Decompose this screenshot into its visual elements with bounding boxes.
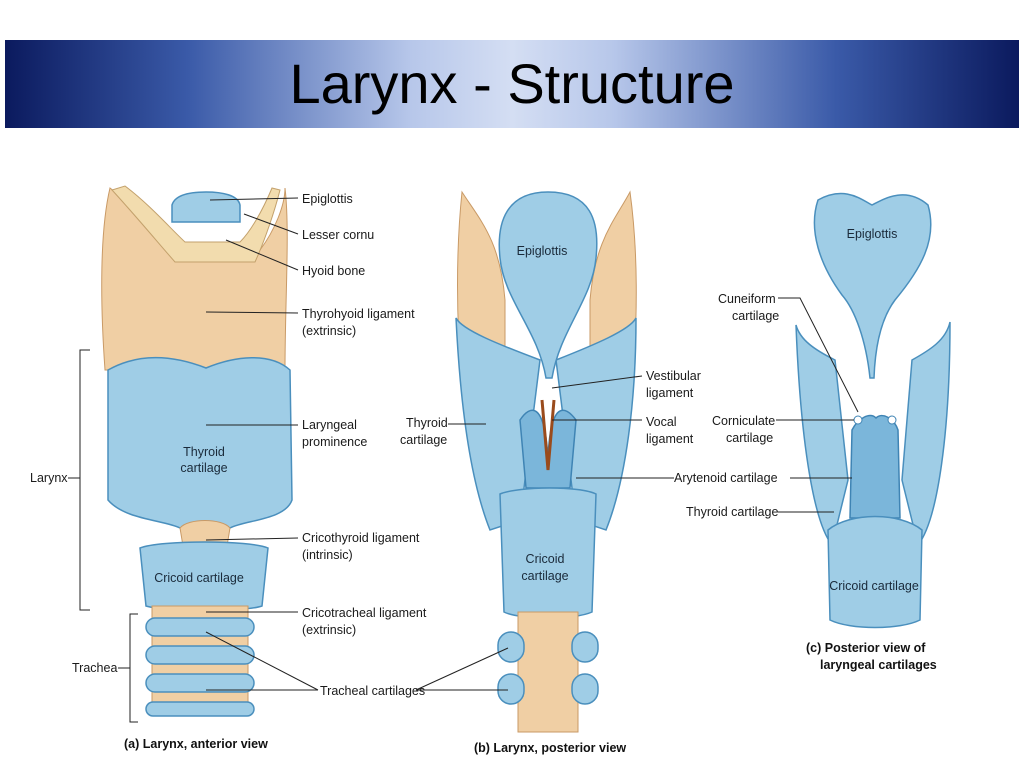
epiglottis-c xyxy=(813,192,932,379)
title-bar: Larynx - Structure xyxy=(5,40,1019,128)
label-lesser-cornu: Lesser cornu xyxy=(302,228,374,242)
leader-epiglottis-a xyxy=(209,197,299,201)
caption-panel-c-1: (c) Posterior view of xyxy=(806,641,926,655)
label-thyrohyoid-1: Thyrohyoid ligament xyxy=(302,307,415,321)
hyoid-bone xyxy=(111,185,281,263)
thyroid-left-c xyxy=(795,324,849,547)
label-thyroid-b-1: Thyroid xyxy=(406,416,448,430)
trachea-bracket xyxy=(129,613,138,723)
leader-lesser-cornu xyxy=(243,213,299,235)
caption-panel-b: (b) Larynx, posterior view xyxy=(474,741,626,755)
label-tracheal-cartilages: Tracheal cartilages xyxy=(320,684,425,698)
epiglottis-b xyxy=(498,191,598,379)
tracheal-ring-1 xyxy=(145,617,255,637)
label-cricotracheal-2: (extrinsic) xyxy=(302,623,356,637)
tracheal-ring-b-3 xyxy=(571,631,599,663)
label-epiglottis-a: Epiglottis xyxy=(302,192,353,206)
epiglottis-b-label: Epiglottis xyxy=(517,244,568,258)
panel-c-illustration: Epiglottis Cricoid cartilage Cuneiform c… xyxy=(674,192,951,672)
label-cuneiform-1: Cuneiform xyxy=(718,292,776,306)
tracheal-ring-b-2 xyxy=(497,673,525,705)
cricoid-b-label-2: cartilage xyxy=(521,569,568,583)
arytenoid-c xyxy=(849,414,901,519)
cricoid-cartilage-a-label: Cricoid cartilage xyxy=(154,571,244,585)
vocal-fold-b xyxy=(540,399,556,471)
leader-hyoid xyxy=(225,239,299,271)
tracheal-ring-b-1 xyxy=(497,631,525,663)
label-cricotracheal-1: Cricotracheal ligament xyxy=(302,606,427,620)
leader-thyrohyoid xyxy=(205,311,299,314)
thyroid-cartilage-a-label-2: cartilage xyxy=(180,461,227,475)
thyroid-left-b xyxy=(455,317,541,531)
cricoid-b-label-1: Cricoid xyxy=(526,552,565,566)
caption-panel-a: (a) Larynx, anterior view xyxy=(124,737,268,751)
thyroid-cartilage-a-label-1: Thyroid xyxy=(183,445,225,459)
leader-cricothyroid xyxy=(205,537,299,541)
tracheal-ring-4 xyxy=(145,701,255,717)
label-vestibular-2: ligament xyxy=(646,386,694,400)
trachea-b xyxy=(517,611,579,733)
label-hyoid-bone: Hyoid bone xyxy=(302,264,365,278)
label-trachea: Trachea xyxy=(72,661,117,675)
leader-vestibular xyxy=(551,375,643,389)
cricoid-c-label: Cricoid cartilage xyxy=(829,579,919,593)
cricoid-c xyxy=(827,515,923,629)
label-vestibular-1: Vestibular xyxy=(646,369,701,383)
slide-title: Larynx - Structure xyxy=(289,52,735,115)
label-cuneiform-2: cartilage xyxy=(732,309,779,323)
label-cricothyroid-1: Cricothyroid ligament xyxy=(302,531,420,545)
leader-cuneiform xyxy=(778,297,859,413)
label-thyroid-b-2: cartilage xyxy=(400,433,447,447)
panel-b-illustration: Epiglottis Cricoid cartilage Thyroid car… xyxy=(400,190,701,755)
corniculate-c xyxy=(853,415,863,425)
label-thyrohyoid-2: (extrinsic) xyxy=(302,324,356,338)
tracheal-ring-3 xyxy=(145,673,255,693)
tracheal-ring-b-4 xyxy=(571,673,599,705)
thyroid-cartilage-a xyxy=(107,357,293,529)
label-laryngeal-2: prominence xyxy=(302,435,367,449)
arytenoid-b xyxy=(519,409,577,489)
panel-a-illustration: Thyroid cartilage Cricoid cartilage Epig… xyxy=(30,185,427,751)
label-vocal-2: ligament xyxy=(646,432,694,446)
label-corniculate-1: Corniculate xyxy=(712,414,775,428)
tracheal-ring-2 xyxy=(145,645,255,665)
label-cricothyroid-2: (intrinsic) xyxy=(302,548,353,562)
label-arytenoid-c: Arytenoid cartilage xyxy=(674,471,778,485)
leader-tracheal-b-1 xyxy=(415,647,509,691)
caption-panel-c-2: laryngeal cartilages xyxy=(820,658,937,672)
label-thyroid-c: Thyroid cartilage xyxy=(686,505,778,519)
label-vocal-1: Vocal xyxy=(646,415,677,429)
corniculate-c-right xyxy=(887,415,897,425)
label-larynx: Larynx xyxy=(30,471,68,485)
thyroid-right-c xyxy=(901,321,951,547)
label-corniculate-2: cartilage xyxy=(726,431,773,445)
larynx-bracket xyxy=(79,349,90,611)
thyroid-right-b xyxy=(555,317,637,531)
epiglottis-a xyxy=(171,191,241,223)
label-laryngeal-1: Laryngeal xyxy=(302,418,357,432)
leader-tracheal-1 xyxy=(205,631,319,691)
epiglottis-c-label: Epiglottis xyxy=(847,227,898,241)
